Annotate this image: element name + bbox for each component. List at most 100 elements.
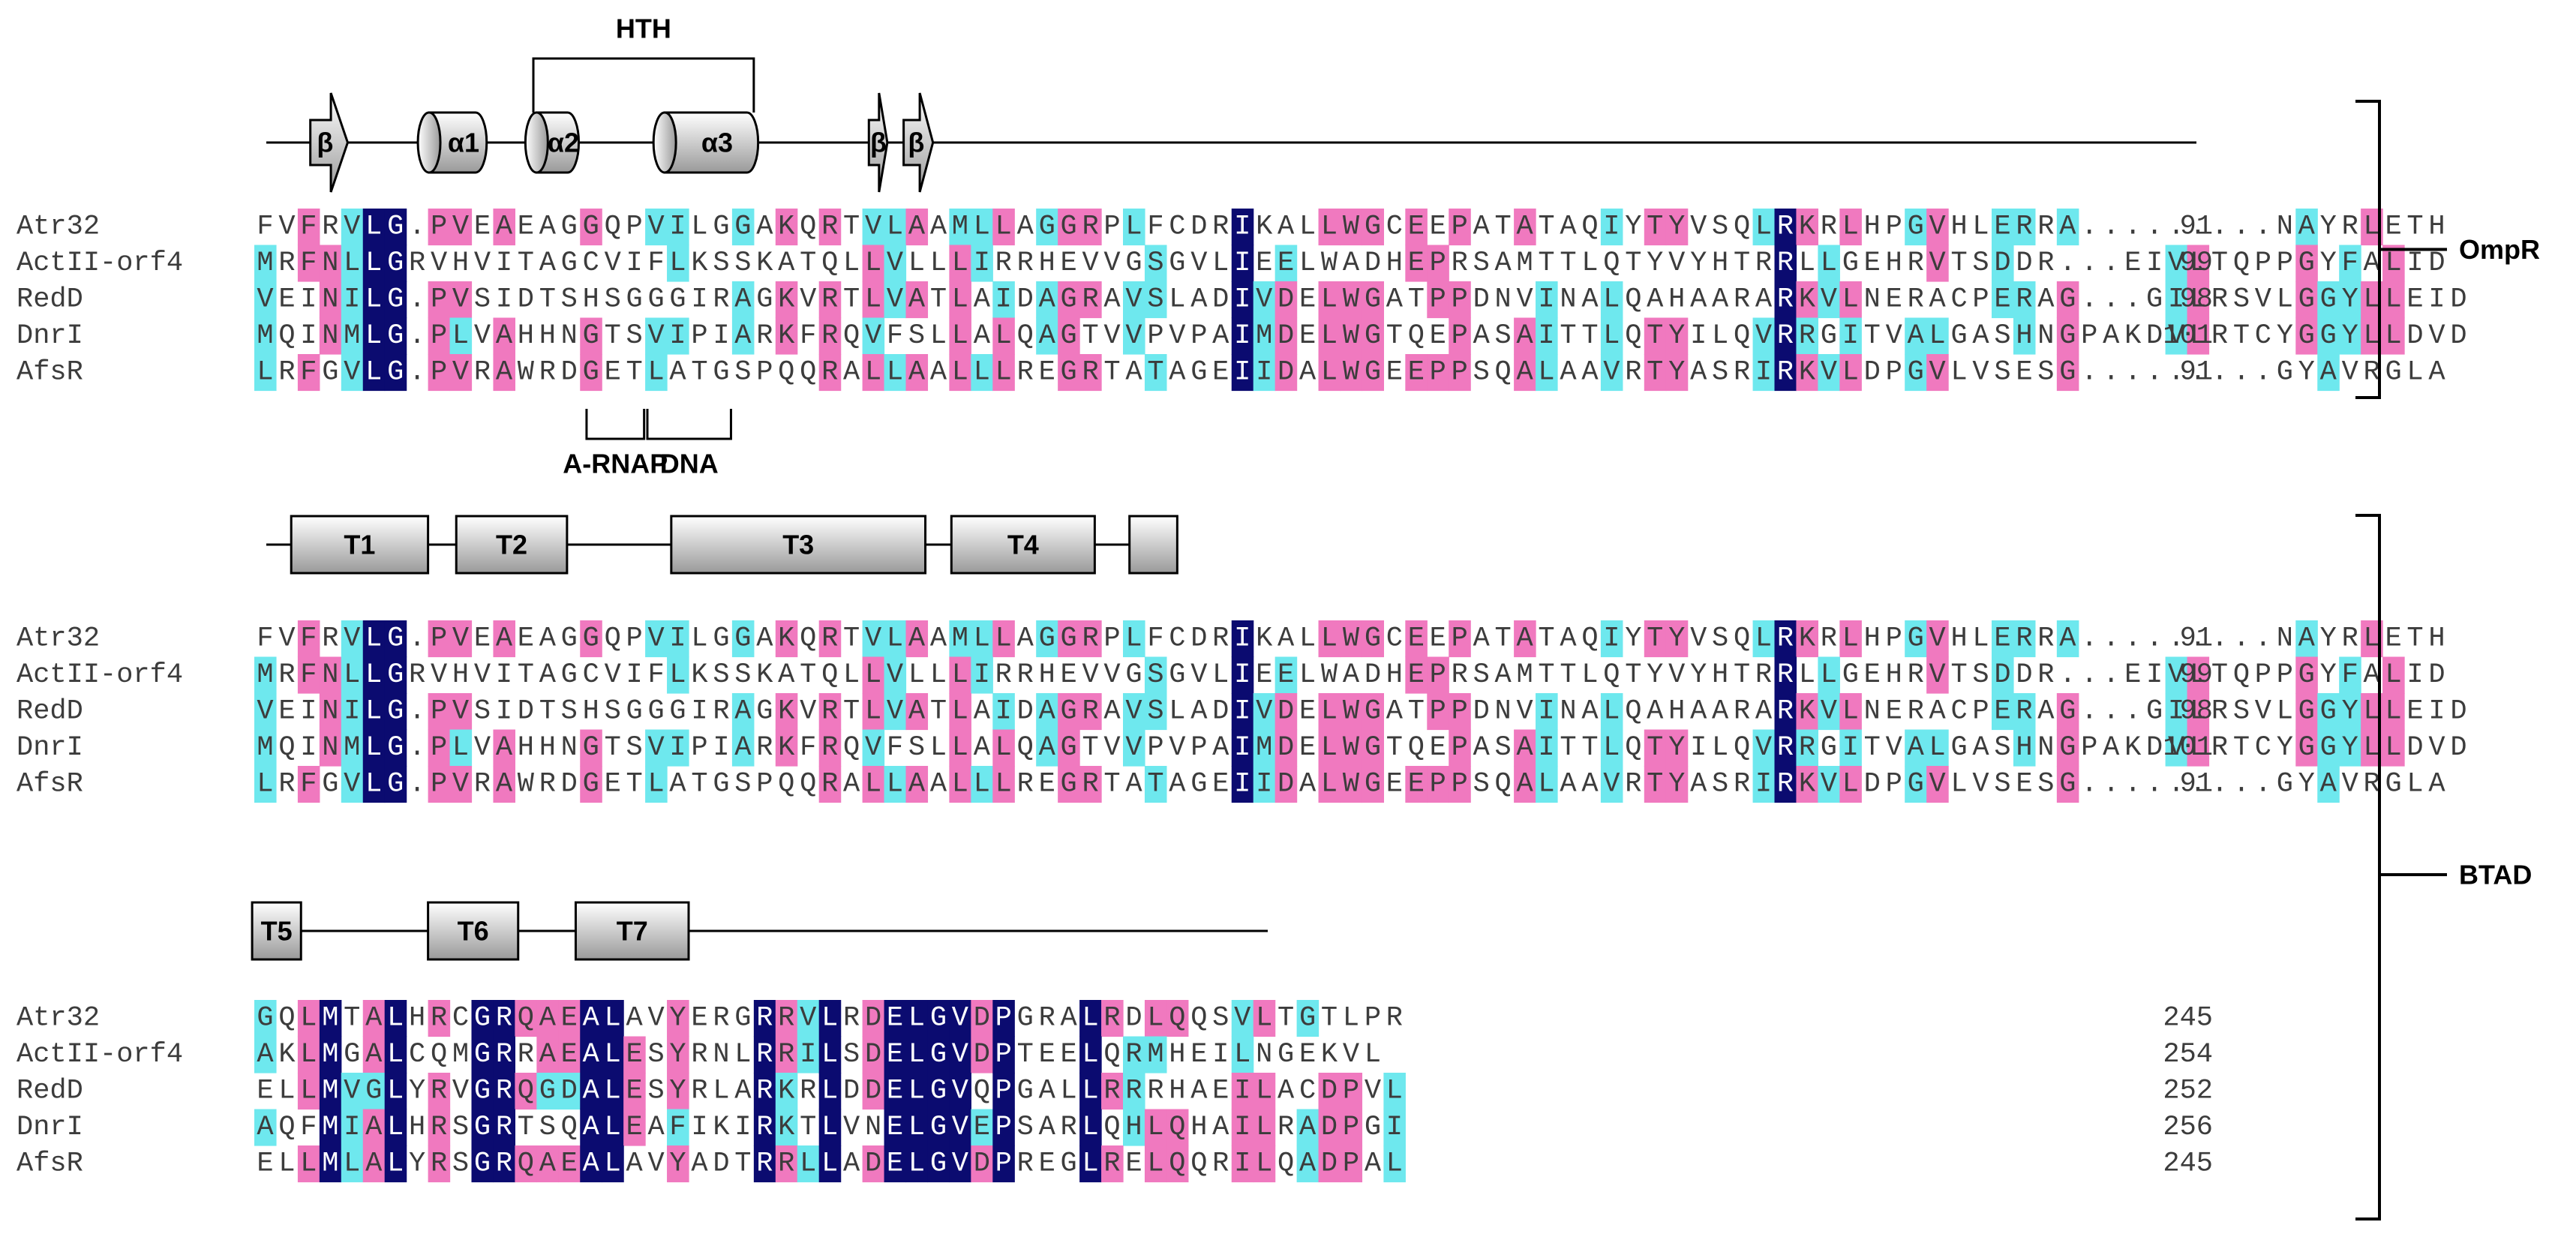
residue: G (583, 732, 599, 764)
residue: S (713, 248, 729, 279)
residue: G (1842, 248, 1859, 279)
residue-shade-similar (1123, 729, 1145, 767)
residue: A (583, 1075, 600, 1106)
residue: L (2364, 695, 2380, 727)
sequence-end-position: 245 (2163, 1002, 2213, 1034)
residue: G (930, 1039, 947, 1070)
residue: V (452, 768, 469, 800)
residue: Q (605, 211, 621, 242)
residue: E (1994, 623, 2010, 654)
residue: G (2385, 356, 2401, 388)
residue: E (474, 623, 491, 654)
residue: A (1299, 1148, 1317, 1179)
residue: Q (1734, 732, 1750, 764)
residue: G (713, 356, 729, 388)
residue: V (431, 659, 447, 691)
residue-shade-weak (1318, 729, 1341, 767)
residue-shade-similar (667, 620, 689, 658)
residue: L (821, 1002, 838, 1034)
residue: L (605, 1112, 621, 1143)
residue-shade-weak (493, 317, 515, 355)
residue: I (344, 284, 360, 315)
residue: T (1386, 732, 1403, 764)
residue: H (409, 1002, 425, 1034)
residue-shade-weak (1362, 620, 1384, 658)
residue: R (322, 623, 338, 654)
residue-shade-weak (1449, 209, 1471, 246)
residue: G (1190, 356, 1207, 388)
residue: L (1842, 284, 1859, 315)
residue-shade-similar (254, 766, 277, 803)
residue: A (691, 1148, 708, 1179)
residue-shade-weak (1839, 766, 1862, 803)
residue: L (1061, 1075, 1077, 1106)
residue: Q (778, 356, 794, 388)
sequence-name: AfsR (17, 356, 83, 388)
residue: V (474, 659, 491, 691)
residue: R (2016, 623, 2032, 654)
residue: K (1256, 211, 1273, 242)
residue: V (431, 248, 447, 279)
residue: L (278, 1148, 295, 1179)
residue: R (1777, 695, 1794, 727)
residue: L (821, 1148, 838, 1179)
residue: G (322, 356, 338, 388)
residue-shade-similar (254, 354, 277, 392)
residue: K (778, 284, 795, 315)
residue: V (1169, 320, 1185, 352)
residue: L (1321, 623, 1338, 654)
residue: L (2277, 695, 2293, 727)
residue: S (2037, 768, 2054, 800)
residue-shade-weak (2056, 281, 2079, 319)
residue: A (1169, 356, 1186, 388)
residue: T (1277, 1002, 1294, 1034)
residue-shade-weak (2056, 766, 2079, 803)
residue: I (2406, 659, 2423, 691)
residue: W (1321, 248, 1338, 279)
residue: Q (843, 320, 860, 352)
residue: M (952, 623, 968, 654)
residue: V (452, 284, 469, 315)
turn-label: T1 (344, 530, 375, 560)
residue-shade-identical (992, 1000, 1015, 1037)
residue-shade-identical (384, 1036, 407, 1073)
residue: T (518, 248, 534, 279)
residue: Q (1190, 1002, 1207, 1034)
residue-shade-similar (1144, 766, 1167, 803)
residue: D (561, 768, 578, 800)
residue-shade-identical (362, 729, 386, 767)
residue-shade-identical (1079, 1000, 1102, 1037)
residue: R (1799, 320, 1815, 352)
residue-shade-weak (1839, 620, 1862, 658)
residue: H (518, 732, 534, 764)
residue-shade-weak (1274, 354, 1298, 392)
residue: P (1343, 1112, 1359, 1143)
residue-shade-weak (775, 281, 798, 319)
residue: V (474, 320, 491, 352)
residue-shade-weak (1101, 1000, 1124, 1037)
residue: N (561, 320, 578, 352)
residue: A (1972, 732, 1989, 764)
residue: L (974, 211, 990, 242)
residue: L (1603, 284, 1620, 315)
residue: I (1386, 1112, 1403, 1143)
residue: L (1538, 356, 1554, 388)
residue: G (583, 211, 599, 242)
residue-shade-weak (297, 620, 320, 658)
residue: D (1277, 320, 1294, 352)
residue: K (1256, 623, 1273, 654)
residue: Q (518, 1075, 534, 1106)
residue: D (865, 1148, 881, 1179)
residue: N (713, 1039, 729, 1070)
residue: V (2168, 320, 2184, 352)
residue-shade-weak (949, 245, 971, 282)
residue: N (1256, 1039, 1272, 1070)
residue: R (1799, 732, 1815, 764)
residue-shade-identical (384, 354, 407, 392)
residue: E (2385, 211, 2401, 242)
residue: W (1343, 320, 1360, 352)
residue: G (387, 211, 404, 242)
residue: . (2081, 768, 2097, 800)
residue-shade-weak (818, 354, 842, 392)
residue: C (583, 659, 599, 691)
